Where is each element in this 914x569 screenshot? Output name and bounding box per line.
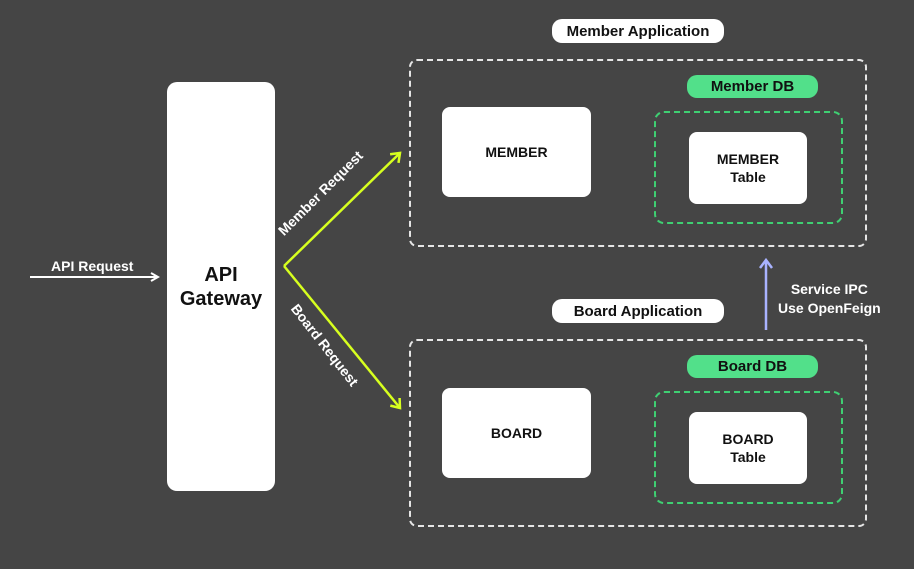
member-table-label: MEMBER Table (716, 151, 780, 185)
board-table-label: BOARD Table (722, 431, 774, 465)
board-table-box: BOARD Table (689, 412, 807, 484)
board-service-box: BOARD (442, 388, 591, 478)
board-request-arrow (283, 265, 402, 410)
member-db-container (654, 111, 843, 224)
api-request-label: API Request (51, 258, 134, 274)
api-gateway-label: API Gateway (179, 263, 263, 310)
board-service-label: BOARD (490, 425, 543, 441)
api-gateway-box: API Gateway (167, 82, 275, 491)
member-request-arrow (283, 151, 402, 267)
member-application-container (409, 59, 867, 247)
member-table-box: MEMBER Table (689, 132, 807, 204)
board-application-title: Board Application (552, 299, 724, 323)
board-db-label: Board DB (687, 355, 818, 378)
service-ipc-label: Service IPC Use OpenFeign (778, 281, 881, 316)
member-service-box: MEMBER (442, 107, 591, 197)
board-application-container (409, 339, 867, 527)
member-application-title: Member Application (552, 19, 724, 43)
member-service-label: MEMBER (485, 144, 548, 160)
member-db-label: Member DB (687, 75, 818, 98)
board-db-container (654, 391, 843, 504)
